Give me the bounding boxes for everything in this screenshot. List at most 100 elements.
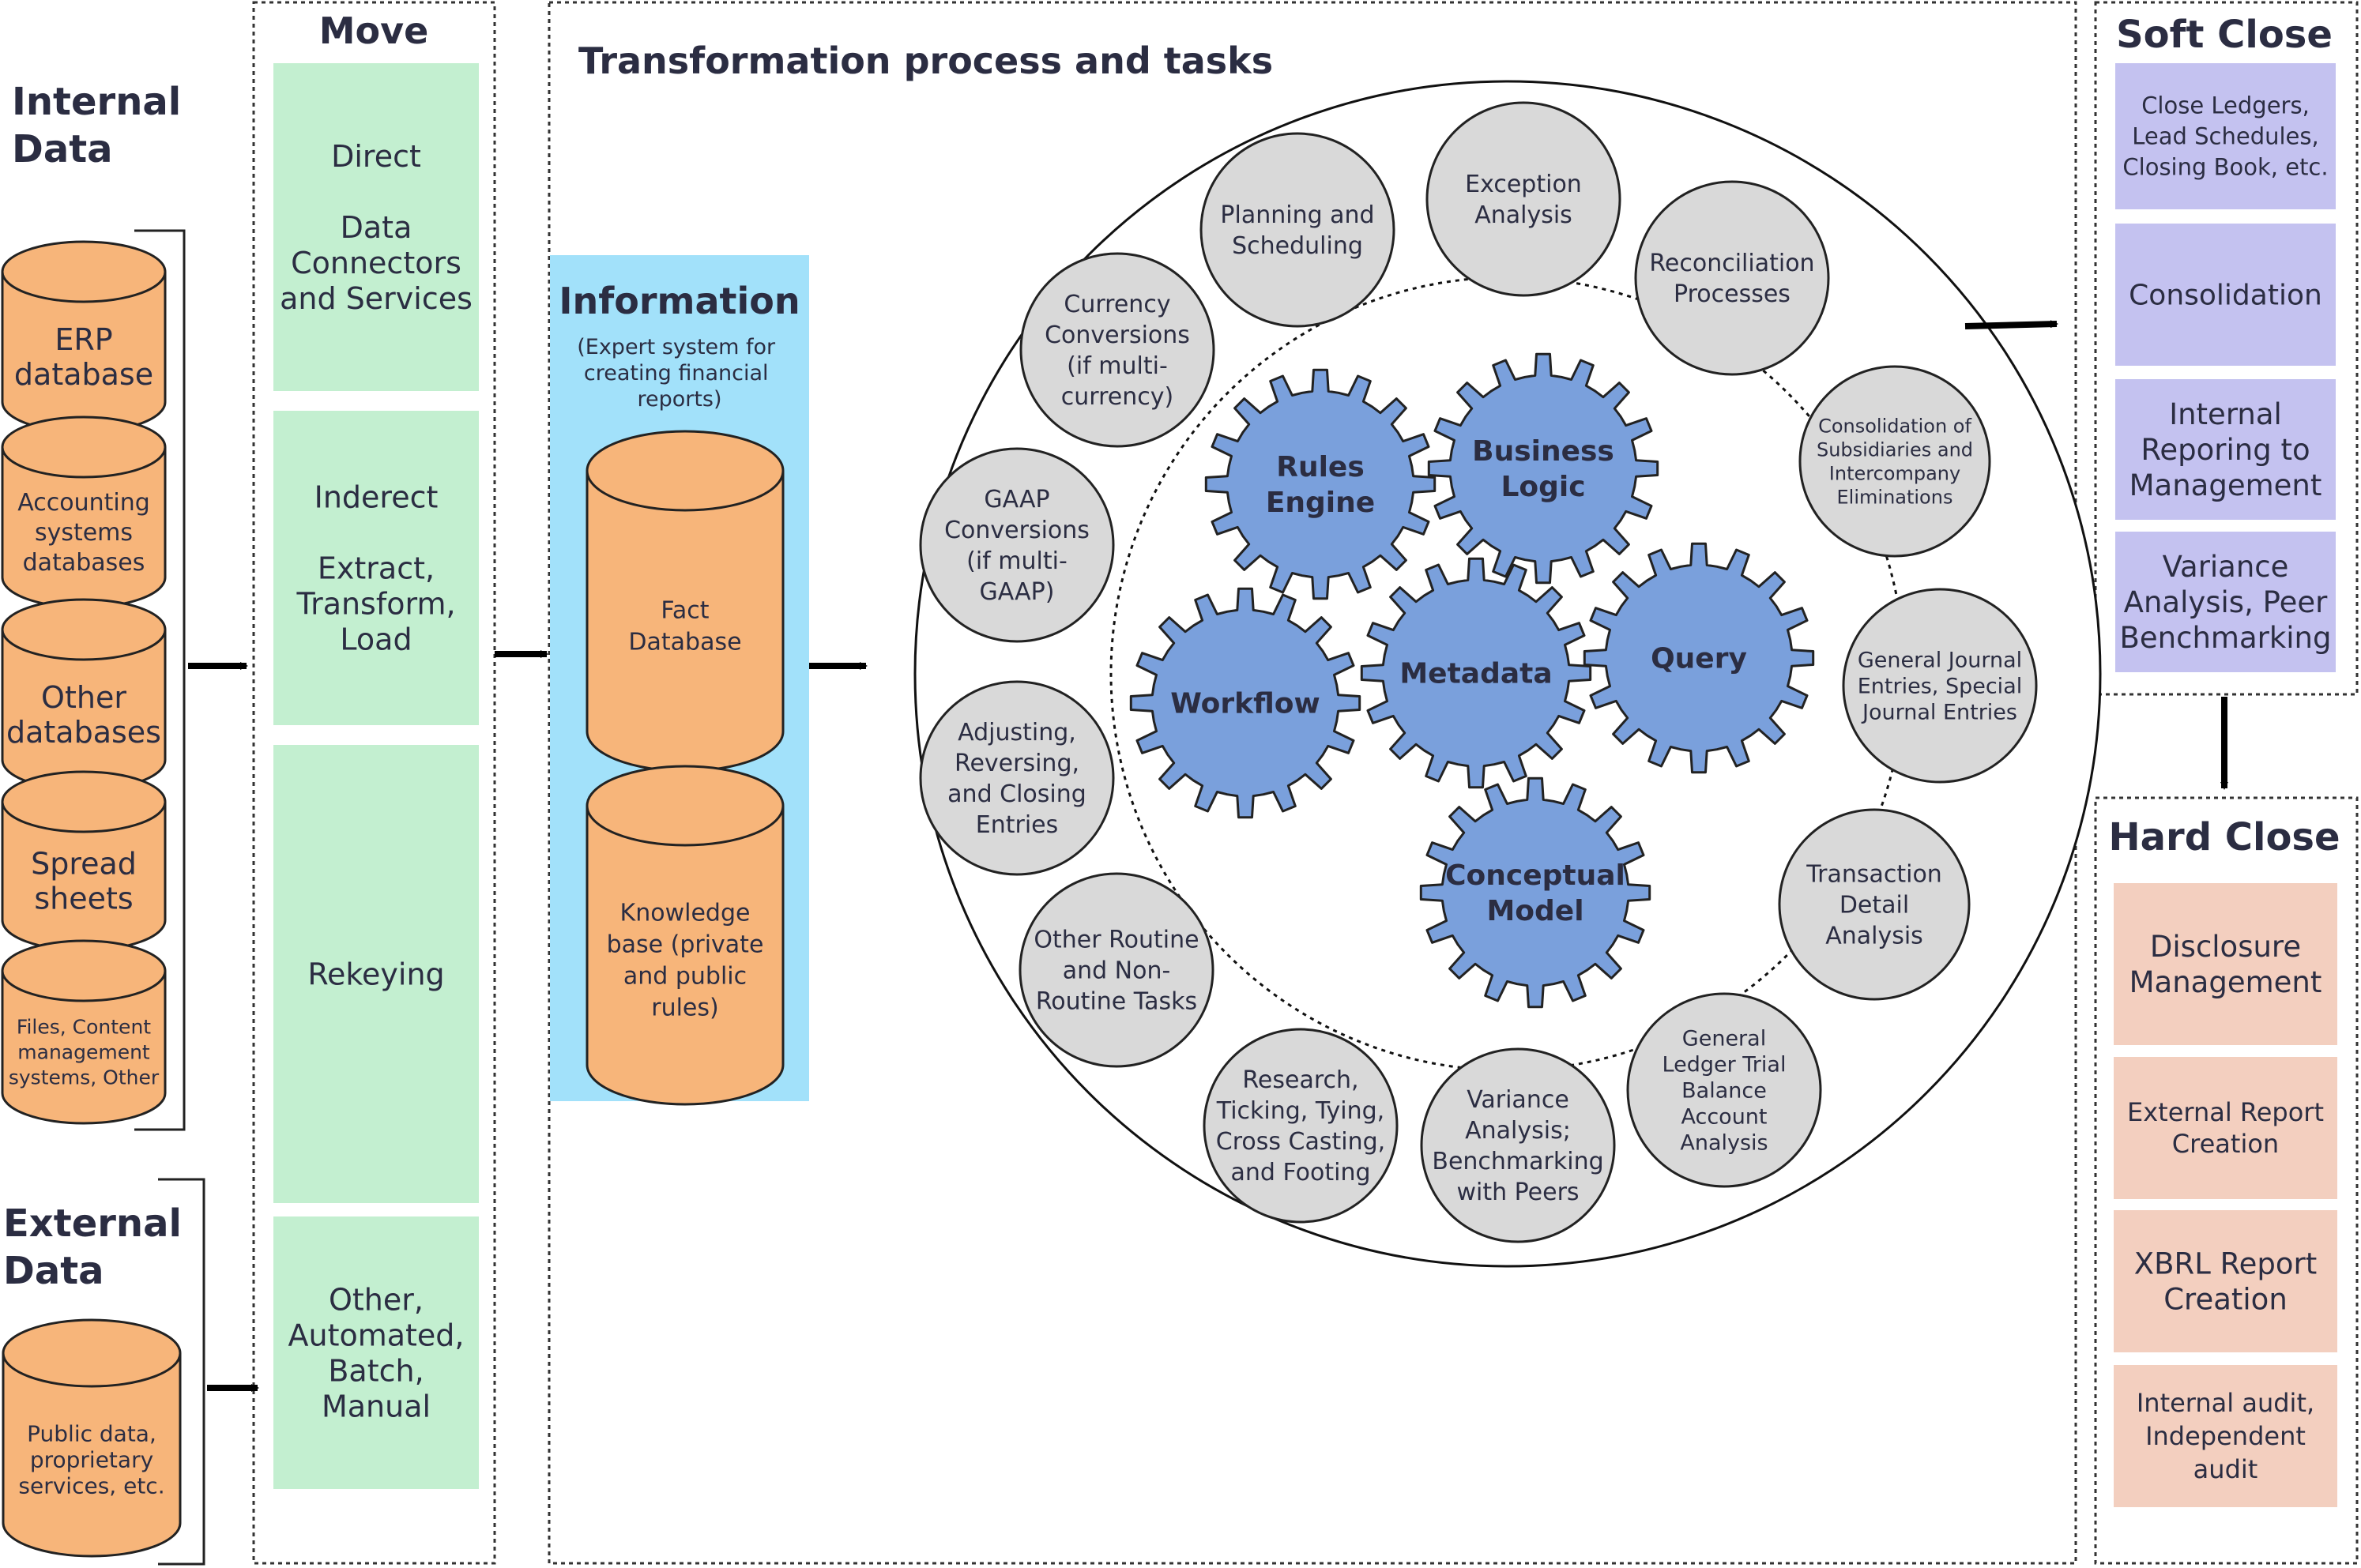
information-subtitle: (Expert system for creating financial re… — [577, 335, 782, 412]
move-box-other-label: Other,Automated,Batch,Manual — [288, 1282, 464, 1423]
hard-close-title: Hard Close — [2108, 815, 2340, 859]
gear-query: Query — [1583, 542, 1815, 774]
transformation-title: Transformation process and tasks — [578, 39, 1273, 82]
gear-label: Workflow — [1170, 688, 1320, 720]
soft-close-box-consolidation-label: Consolidation — [2129, 280, 2322, 312]
move-column-frame — [252, 1, 496, 1565]
external-data-bracket — [158, 1178, 205, 1566]
gear-metadata: Metadata — [1360, 557, 1592, 789]
move-box-rekeying-label: Rekeying — [307, 957, 444, 991]
soft-close-frame — [2094, 1, 2359, 696]
gear-workflow: Workflow — [1129, 587, 1361, 819]
soft-close-box-close-ledgers-lead-schedules-closing-book-etc: Close Ledgers,Lead Schedules,Closing Boo… — [2115, 63, 2336, 209]
soft-close-steps: Close Ledgers,Lead Schedules,Closing Boo… — [2115, 63, 2336, 672]
task-research-ticking-tying-cross-casting-and-footing: Research,Ticking, Tying,Cross Casting,an… — [1203, 1028, 1399, 1224]
external-data-heading: External Data — [3, 1201, 195, 1293]
move-title: Move — [319, 9, 429, 52]
gear-label: Query — [1651, 643, 1747, 675]
soft-close-box-consolidation: Consolidation — [2115, 224, 2336, 366]
task-label: Research,Ticking, Tying,Cross Casting,an… — [1216, 1066, 1385, 1186]
soft-close-title: Soft Close — [2116, 13, 2333, 57]
move-box-other: Other,Automated,Batch,Manual — [273, 1216, 479, 1489]
gear-label: Metadata — [1399, 658, 1552, 690]
soft-close-box-close-ledgers-lead-schedules-closing-book-etc-label: Close Ledgers,Lead Schedules,Closing Boo… — [2122, 92, 2328, 181]
move-box-rekeying: Rekeying — [273, 745, 479, 1203]
information-title: Information — [559, 280, 800, 322]
internal-data-heading: Internal Data — [12, 80, 194, 171]
arrow-transformation-to-soft-close — [1964, 320, 2058, 329]
internal-data-bracket — [134, 229, 186, 1131]
